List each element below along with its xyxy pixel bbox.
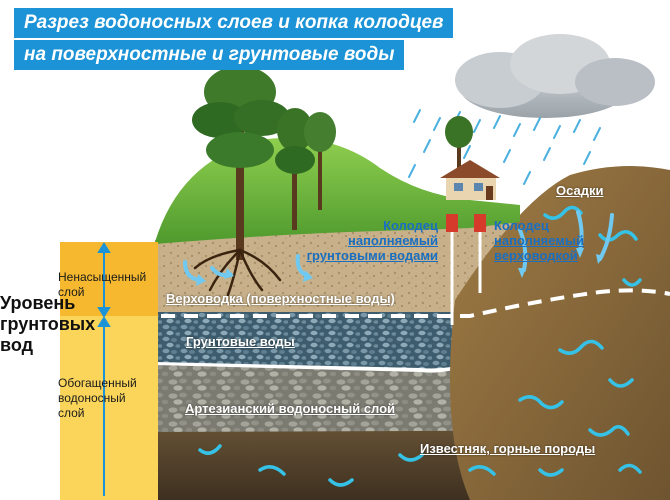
label-well-perched-line2: наполняемый	[494, 233, 585, 248]
label-well-groundwater: Колодец наполняемый грунтовыми водами	[292, 218, 438, 263]
tree-icon	[192, 66, 473, 260]
label-groundwater-level-line3: вод	[0, 335, 34, 355]
label-artesian-aquifer: Артезианский водоносный слой	[185, 401, 396, 416]
house-icon	[440, 160, 500, 200]
side-bar-aquifer	[60, 316, 158, 500]
label-groundwater-level: Уровень грунтовых вод	[0, 293, 95, 356]
label-enriched-line3: слой	[58, 406, 85, 420]
cloud-icon	[455, 34, 655, 118]
well-icon	[446, 214, 486, 325]
water-streaks	[198, 205, 642, 487]
groundwater-level-line	[0, 288, 670, 318]
label-well-perched-line1: Колодец	[494, 218, 549, 233]
tree-roots	[193, 248, 282, 297]
label-groundwater-level-line1: Уровень	[0, 293, 76, 313]
label-unsaturated-line1: Ненасыщенный	[58, 270, 147, 284]
side-bar-unsaturated	[60, 242, 158, 316]
label-limestone: Известняк, горные породы	[420, 441, 596, 456]
label-perched-water: Верховодка (поверхностные воды)	[166, 291, 395, 306]
label-precipitation: Осадки	[556, 183, 604, 198]
title-line-1: Разрез водоносных слоев и копка колодцев	[14, 8, 454, 38]
label-groundwater-level-line2: грунтовых	[0, 314, 96, 334]
label-unsaturated-layer: Ненасыщенный слой	[58, 270, 146, 300]
label-unsaturated-line2: слой	[58, 285, 85, 299]
label-well-perched: Колодец наполняемый верховодкой	[494, 218, 584, 263]
flow-arrows	[183, 210, 614, 282]
label-well-perched-line3: верховодкой	[494, 248, 578, 263]
label-enriched-aquifer: Обогащенный водоносный слой	[58, 376, 137, 421]
label-groundwater: Грунтовые воды	[186, 334, 295, 349]
label-well-groundwater-line1: Колодец	[383, 218, 438, 233]
label-well-groundwater-line2: наполняемый	[347, 233, 438, 248]
label-enriched-line1: Обогащенный	[58, 376, 137, 390]
rain-icon	[408, 109, 601, 185]
title-line-2: на поверхностные и грунтовые воды	[14, 40, 405, 70]
soil-layer	[155, 220, 520, 312]
label-well-groundwater-line3: грунтовыми водами	[306, 248, 438, 263]
hill	[450, 166, 670, 500]
arrow-icon	[97, 242, 111, 496]
groundwater-layer	[155, 300, 520, 369]
label-enriched-line2: водоносный	[58, 391, 126, 405]
